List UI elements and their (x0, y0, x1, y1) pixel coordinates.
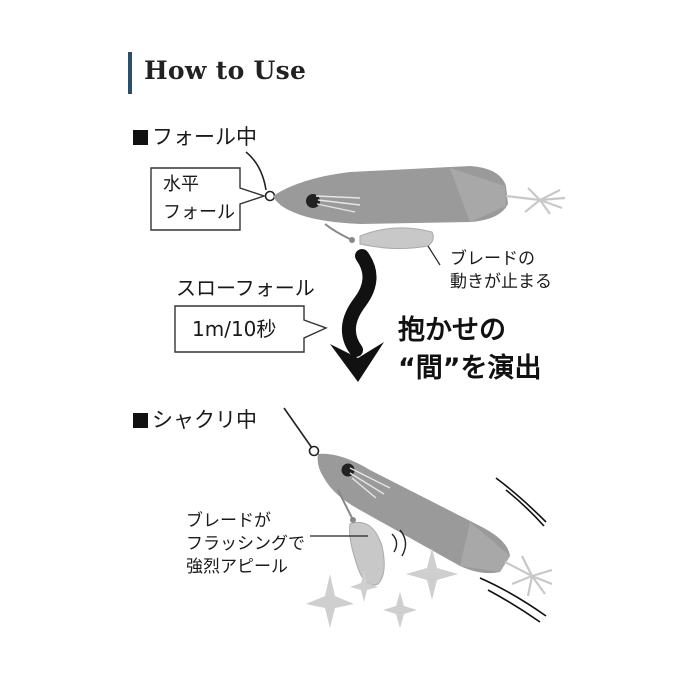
blade-note-line-1: ブレードの (450, 249, 535, 269)
squid-jig-falling (505, 187, 566, 215)
lure-eye-falling (306, 194, 320, 208)
tagline: 抱かせの “間”を演出 (398, 312, 542, 388)
blade-stops-note: ブレードの 動きが止まる (450, 248, 552, 294)
fishing-line-jerking (283, 407, 313, 449)
speed-box (174, 305, 328, 353)
callout-box-horizontal-fall (150, 167, 267, 231)
sparkle-icon (406, 548, 458, 600)
section-heading-fall-label: フォール中 (152, 125, 257, 149)
sparkle-icon (383, 592, 417, 628)
page-title: How to Use (144, 56, 307, 85)
motion-lines-icon (479, 477, 547, 623)
fall-speed-value: 1m/10秒 (192, 317, 277, 341)
squid-jig-jerking (504, 555, 553, 597)
blade-falling (359, 227, 434, 250)
jerk-note-line-1: ブレードが (186, 511, 271, 531)
slow-fall-label: スローフォール (176, 276, 315, 300)
section-heading-jerk: シャクリ中 (133, 404, 257, 434)
blade-note-line-2: 動きが止まる (450, 272, 552, 292)
lure-body-falling (273, 166, 508, 224)
lure-body-jerking (317, 453, 510, 574)
square-bullet-icon (133, 413, 148, 428)
lure-jerking (283, 407, 553, 597)
square-bullet-icon (133, 130, 148, 145)
flash-wave-icon (391, 529, 407, 557)
fall-down-arrow-icon (342, 249, 377, 357)
jerk-note-line-3: 強烈アピール (186, 557, 288, 577)
blade-flash-note: ブレードが フラッシングで 強烈アピール (186, 510, 305, 579)
lure-falling (245, 151, 566, 266)
sparkle-icon (306, 574, 354, 628)
line-eye-ring-jerking (308, 445, 320, 457)
jerk-note-line-2: フラッシングで (186, 534, 305, 554)
blade-jerking (349, 521, 385, 586)
tagline-line-2: “間”を演出 (398, 353, 542, 384)
callout-text-horizontal-fall: 水平 フォール (163, 171, 235, 227)
sparkle-icon (350, 570, 378, 602)
title-accent-bar (128, 52, 132, 94)
sparkle-icons (306, 548, 458, 628)
fishing-line-falling (245, 151, 267, 191)
callout-line-2: フォール (163, 202, 235, 223)
blade-note-leader (427, 245, 441, 266)
section-heading-jerk-label: シャクリ中 (152, 408, 257, 432)
callout-line-1: 水平 (163, 174, 199, 195)
tagline-line-1: 抱かせの (398, 315, 506, 346)
section-heading-fall: フォール中 (133, 121, 257, 151)
